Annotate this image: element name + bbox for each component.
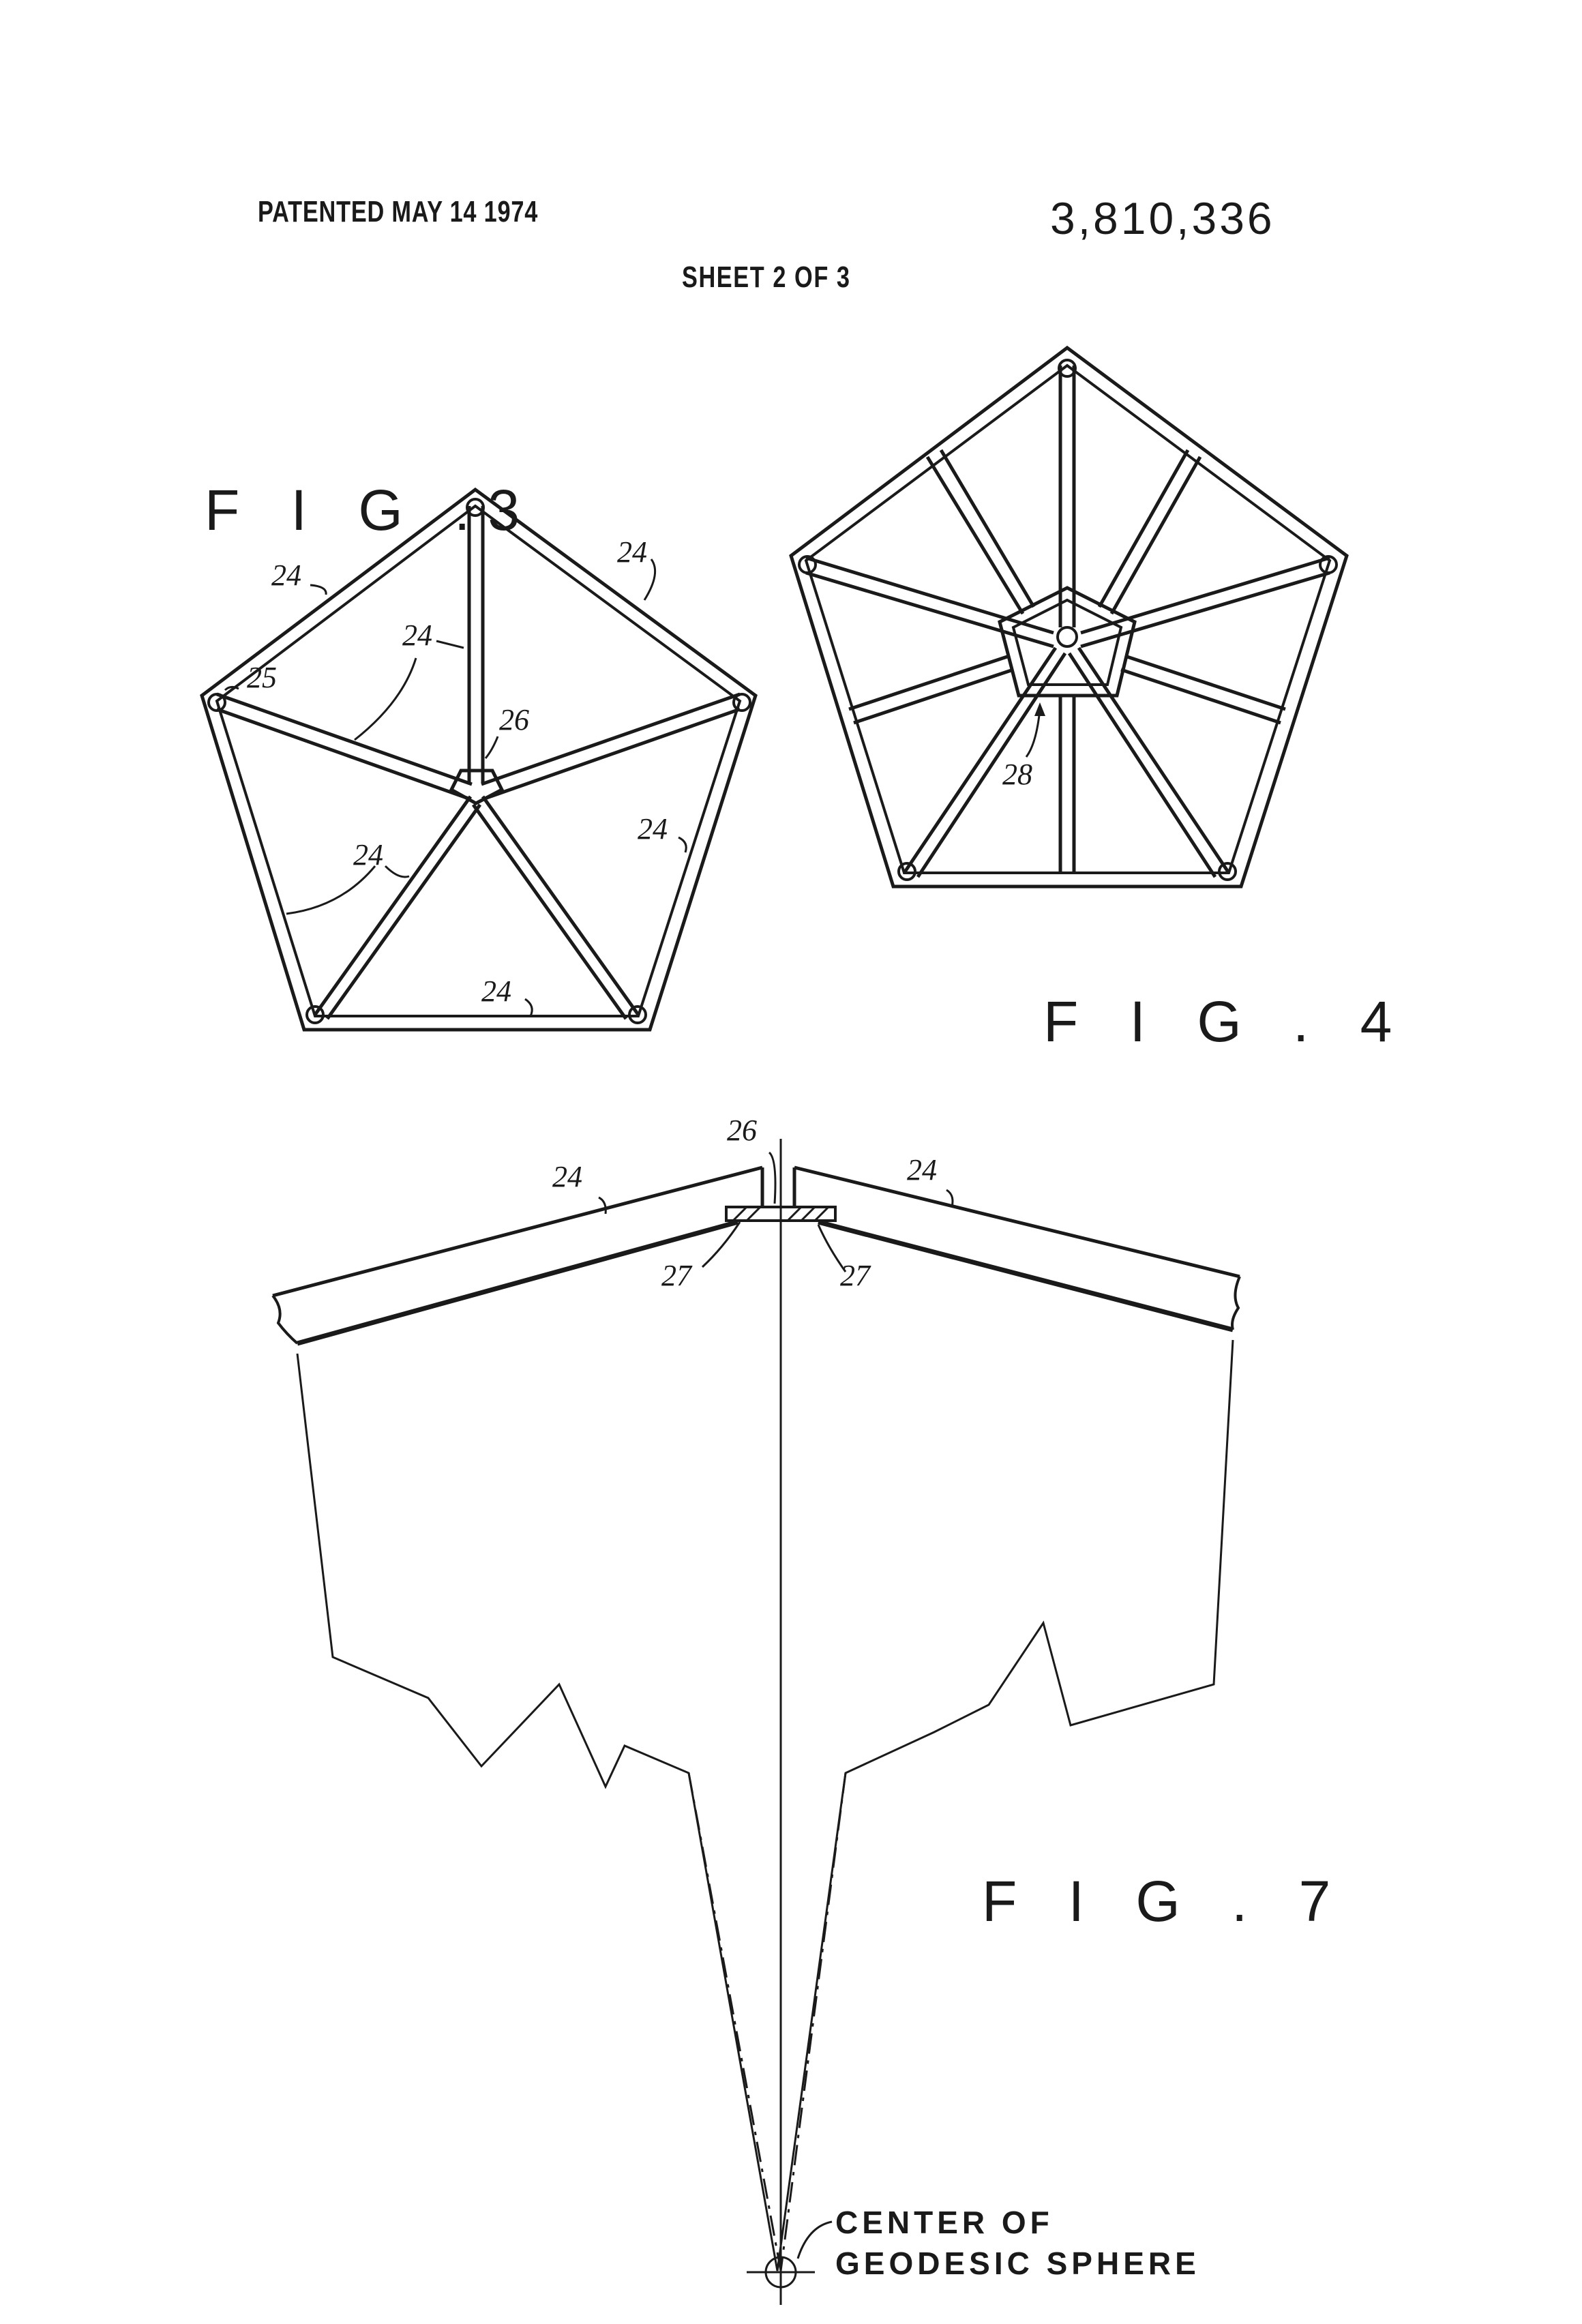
fig7-label: F I G . 7: [982, 1868, 1348, 1935]
fig7-right-strut: [794, 1167, 1240, 1330]
fig7-leader-center: [798, 2222, 832, 2259]
fig4-label: F I G . 4: [1043, 989, 1409, 1055]
fig7-break-outline: [297, 1340, 1233, 2271]
fig3-ref-24-e: 24: [353, 837, 383, 872]
fig4-corner-connectors: [799, 360, 1337, 880]
fig3-ref-24-b: 24: [617, 535, 647, 569]
fig7-drawing: [273, 1139, 1240, 2305]
fig7-leader-lines: [599, 1152, 953, 1272]
fig3-ref-24-a: 24: [271, 558, 301, 593]
fig4-ref-28: 28: [1002, 757, 1032, 792]
fig7-ref-27-left: 27: [661, 1258, 691, 1293]
fig3-ref-24-d: 24: [638, 811, 668, 846]
fig7-caption-line1: CENTER OF: [835, 2204, 1054, 2241]
fig7-ref-27-right: 27: [840, 1258, 870, 1293]
fig7-radial-right: [781, 1773, 846, 2271]
fig7-ref-24-left: 24: [552, 1159, 582, 1194]
fig3-label: F I G .3: [205, 477, 537, 543]
fig7-radial-left: [689, 1773, 781, 2271]
fig4-outer-frame: [791, 348, 1347, 887]
fig4-leader-28: [1026, 709, 1040, 757]
fig3-ref-24-c: 24: [402, 618, 432, 653]
fig4-inner-pentagon-b: [1013, 600, 1121, 685]
fig3-ref-26: 26: [499, 702, 529, 737]
fig7-ref-26: 26: [727, 1113, 757, 1148]
fig3-hub: [451, 771, 502, 803]
fig4-drawing: [791, 348, 1347, 887]
fig4-arrow-28: [1034, 702, 1045, 716]
fig3-ref-24-f: 24: [481, 974, 511, 1009]
fig7-caption-line2: GEODESIC SPHERE: [835, 2245, 1200, 2282]
fig3-ref-25: 25: [247, 660, 277, 695]
fig4-inner-frame: [806, 366, 1330, 873]
fig4-inner-pentagon: [1000, 588, 1135, 696]
fig7-left-strut: [273, 1167, 762, 1343]
fig7-ref-24-right: 24: [907, 1152, 937, 1187]
fig4-hub: [1058, 627, 1077, 646]
fig4-secondary-struts: [849, 450, 1285, 873]
